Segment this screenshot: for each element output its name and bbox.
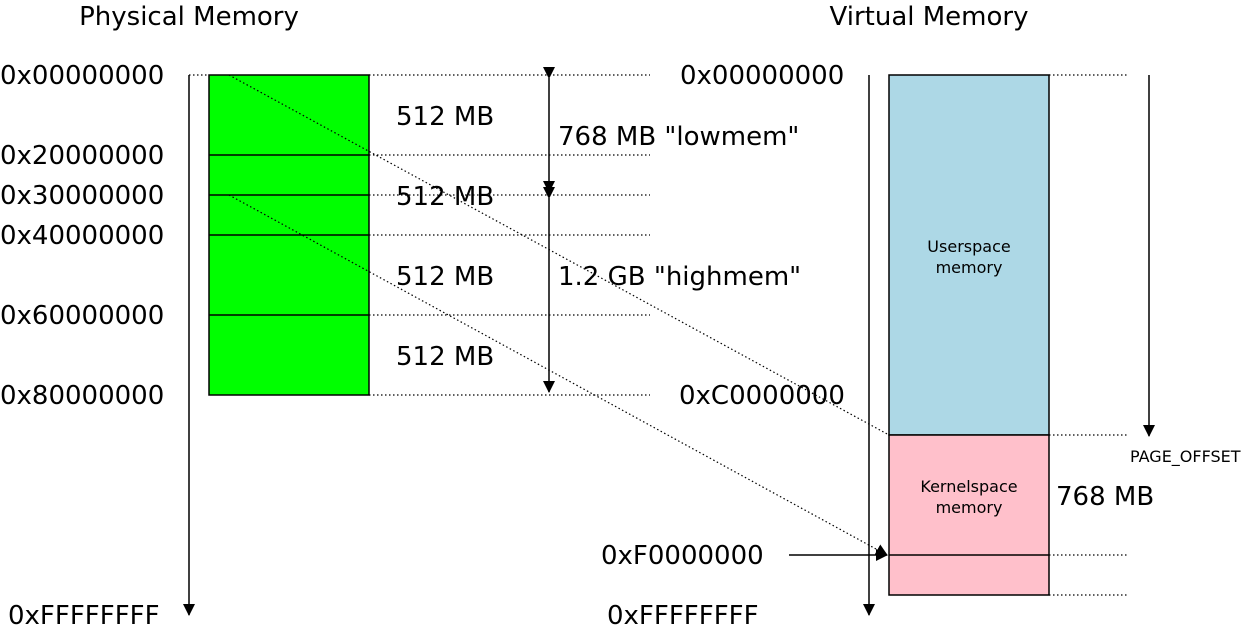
phys-address-label: 0x80000000 xyxy=(0,381,164,411)
userspace-label-line2: memory xyxy=(936,258,1003,277)
physical-memory-title: Physical Memory xyxy=(79,2,299,32)
block-size-label: 512 MB xyxy=(396,182,494,212)
lowmem-mapping-line xyxy=(228,74,890,436)
virt-address-label: 0x00000000 xyxy=(680,61,844,91)
phys-address-label: 0x00000000 xyxy=(0,61,164,91)
phys-address-label: 0x20000000 xyxy=(0,141,164,171)
block-size-label: 512 MB xyxy=(396,342,494,372)
kernel-size-label: 768 MB xyxy=(1056,482,1154,512)
userspace-label-line1: Userspace xyxy=(927,237,1010,256)
phys-address-label: 0x40000000 xyxy=(0,221,164,251)
phys-address-label: 0x30000000 xyxy=(0,181,164,211)
lowmem-label: 768 MB "lowmem" xyxy=(558,122,799,152)
block-size-label: 512 MB xyxy=(396,262,494,292)
phys-address-label: 0x60000000 xyxy=(0,301,164,331)
kernelspace-memory-block xyxy=(888,434,1050,596)
virt-address-label: 0xFFFFFFFF xyxy=(607,601,759,631)
page-offset-label: PAGE_OFFSET xyxy=(1130,447,1241,467)
virt-address-label: 0xC0000000 xyxy=(679,381,845,411)
kernelspace-label-line1: Kernelspace xyxy=(920,477,1017,496)
block-size-label: 512 MB xyxy=(396,102,494,132)
virt-address-label: 0xF0000000 xyxy=(601,541,764,571)
virtual-memory-title: Virtual Memory xyxy=(830,2,1029,32)
phys-address-label: 0xFFFFFFFF xyxy=(8,601,160,631)
userspace-memory-block xyxy=(888,74,1050,436)
lowmem-end-mapping-line xyxy=(228,194,888,556)
kernelspace-label-line2: memory xyxy=(936,498,1003,517)
highmem-label: 1.2 GB "highmem" xyxy=(558,262,801,292)
